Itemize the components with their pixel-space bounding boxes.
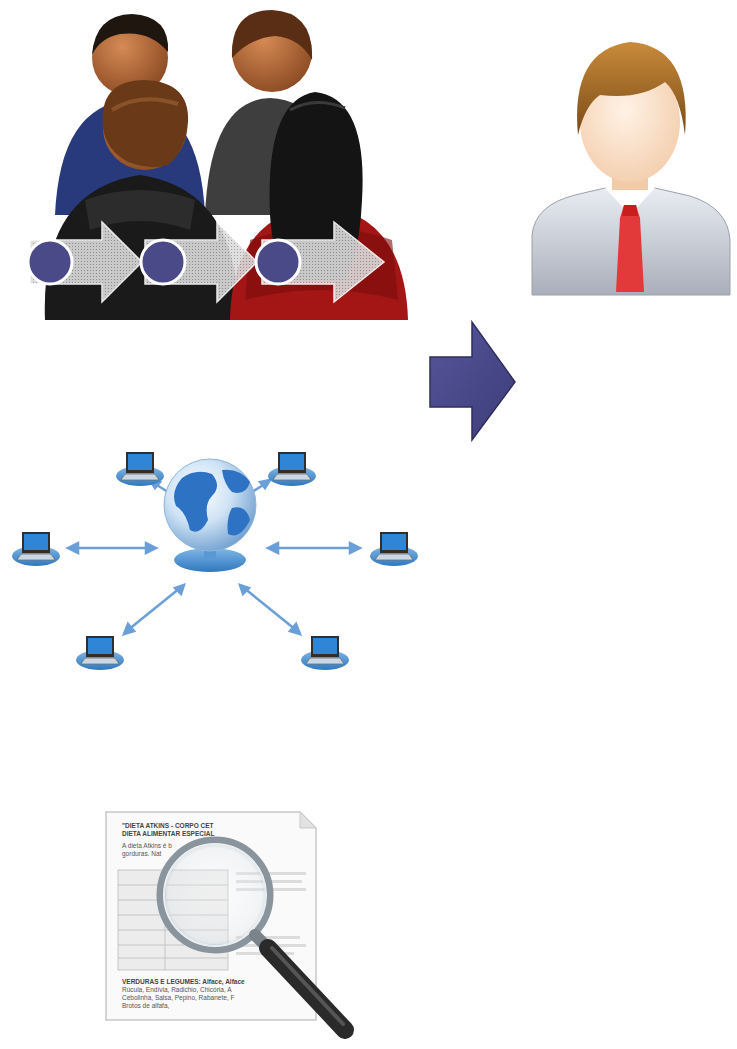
- laptop-icon: [116, 452, 164, 486]
- document-text: "DIETA ATKINS - CORPO CET: [122, 822, 214, 829]
- process-steps: [28, 222, 384, 302]
- laptop-icon: [370, 532, 418, 566]
- network-illustration: [12, 452, 418, 670]
- person-icon: [532, 42, 730, 295]
- laptop-icon: [268, 452, 316, 486]
- document-illustration: [106, 812, 345, 1030]
- laptop-icon: [12, 532, 60, 566]
- flow-arrow: [430, 322, 515, 440]
- laptop-icon: [301, 636, 349, 670]
- document-text: Rúcula, Endívia, Radichio, Chicória, A: [122, 986, 231, 993]
- laptop-icon: [76, 636, 124, 670]
- document-text: Cebolinha, Salsa, Pepino, Rabanete, F: [122, 994, 234, 1001]
- document-text: A dieta Atkins é b: [122, 842, 172, 849]
- document-text: DIETA ALIMENTAR ESPECIAL: [122, 830, 214, 837]
- document-text: VERDURAS E LEGUMES: Alface, Alface: [122, 978, 245, 985]
- document-text: Brotos de alfafa,: [122, 1002, 169, 1009]
- document-text: gorduras. Nat: [122, 850, 161, 857]
